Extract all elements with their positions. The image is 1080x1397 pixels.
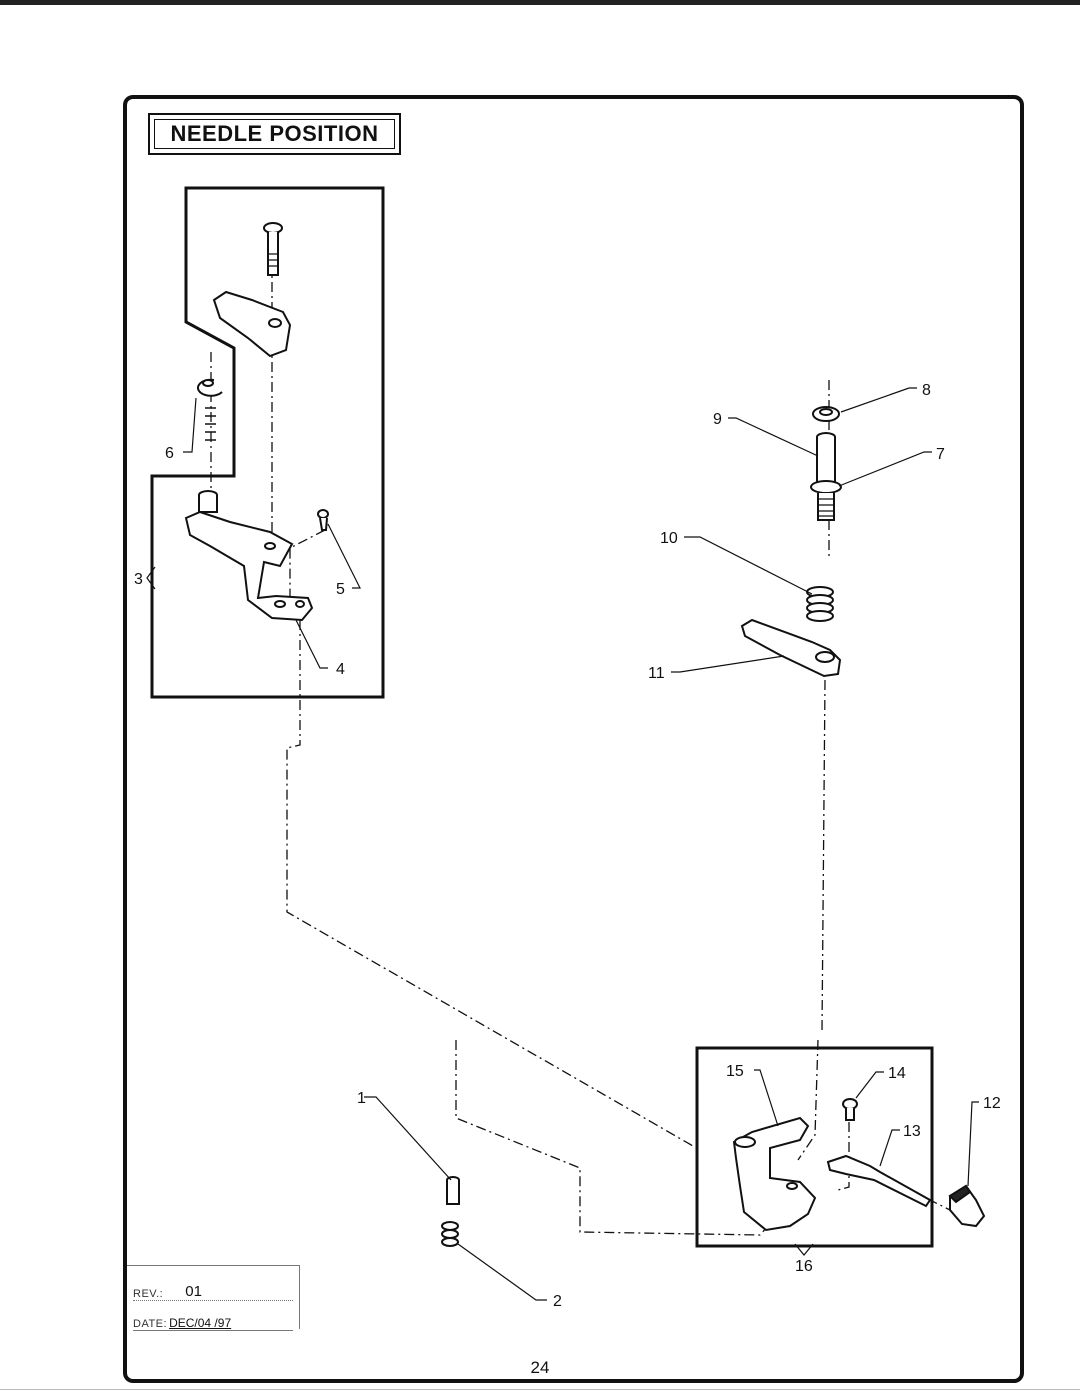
callout-2: 2	[553, 1293, 562, 1310]
plate-part-4	[184, 490, 314, 622]
callout-1: 1	[357, 1090, 366, 1107]
callout-13: 13	[903, 1123, 921, 1140]
bottom-rule	[0, 1389, 1080, 1390]
callout-14: 14	[888, 1065, 906, 1082]
callout-6: 6	[165, 445, 174, 462]
callout-15: 15	[726, 1063, 744, 1080]
callout-8: 8	[922, 382, 931, 399]
e-ring-part-6	[196, 378, 223, 397]
callout-3: 3	[134, 571, 143, 588]
shaft-part-9	[810, 432, 842, 521]
callout-4: 4	[336, 661, 345, 678]
title-box: NEEDLE POSITION	[148, 113, 401, 155]
bracket-top	[212, 290, 292, 358]
top-rule	[0, 0, 1080, 5]
date-value: DEC/04 /97	[169, 1316, 232, 1330]
lever-part-11	[740, 618, 842, 678]
assembly-line	[797, 1039, 819, 1161]
date-row: DATE: DEC/04 /97	[133, 1300, 293, 1331]
rev-label: REV.:	[133, 1288, 164, 1300]
callout-16: 16	[795, 1258, 813, 1275]
leader-lines	[146, 387, 979, 1301]
spring-part-6	[205, 407, 216, 441]
assembly-line	[286, 600, 701, 1151]
inset-box-assembly-3	[150, 186, 385, 699]
knob-part-12	[948, 1184, 986, 1228]
callout-12: 12	[983, 1095, 1001, 1112]
screw-part-5	[317, 509, 329, 531]
screw-part-14	[842, 1098, 858, 1121]
assembly-line	[289, 529, 326, 600]
pin-part-1	[446, 1176, 460, 1205]
callout-5: 5	[336, 581, 345, 598]
spring-part-10	[806, 586, 834, 622]
callout-7: 7	[936, 446, 945, 463]
date-label: DATE:	[133, 1318, 168, 1330]
callout-9: 9	[713, 411, 722, 428]
callout-10: 10	[660, 530, 678, 547]
assembly-line	[837, 1122, 850, 1191]
page-title: NEEDLE POSITION	[170, 121, 379, 146]
diagram-frame	[123, 95, 1024, 1383]
link-part-13	[826, 1154, 932, 1208]
revision-block: REV.: 01 DATE: DEC/04 /97	[127, 1265, 300, 1331]
spring-part-2	[441, 1221, 459, 1247]
lever-part-15	[732, 1116, 817, 1232]
page-number: 24	[530, 1358, 550, 1377]
washer-part-8	[812, 406, 840, 422]
screw-top	[263, 222, 283, 276]
callout-11: 11	[648, 665, 665, 682]
inset-box-assembly-16	[695, 1046, 934, 1248]
revision-row: REV.: 01	[133, 1270, 293, 1301]
rev-value: 01	[185, 1283, 202, 1300]
assembly-line	[821, 679, 826, 1031]
